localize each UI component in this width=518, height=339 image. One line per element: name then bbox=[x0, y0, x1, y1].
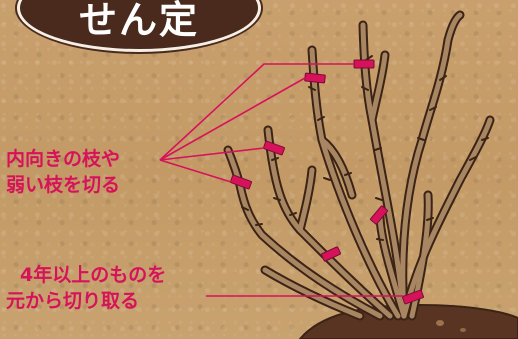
soil-speckle bbox=[436, 320, 444, 326]
annotation-line: 元から切り取る bbox=[6, 290, 140, 312]
cut-marker bbox=[353, 59, 375, 69]
cut-marker bbox=[402, 289, 424, 305]
branch-buds bbox=[241, 55, 489, 241]
soil-speckle bbox=[460, 328, 466, 332]
cut-marker bbox=[320, 246, 342, 262]
cut-marker bbox=[263, 140, 285, 156]
annotation-line: 内向きの枝や bbox=[6, 148, 121, 170]
leader-line bbox=[159, 77, 306, 161]
annotation-inward-branches: 内向きの枝や 弱い枝を切る bbox=[6, 146, 120, 198]
annotation-old-stems: 4年以上のものを 元から切り取る bbox=[6, 262, 167, 314]
page-title: せん定 bbox=[78, 0, 199, 42]
leader-lines bbox=[159, 63, 403, 297]
shrub-branches bbox=[223, 10, 495, 321]
cut-marker bbox=[304, 72, 326, 84]
cut-marker bbox=[370, 205, 388, 225]
cut-marker bbox=[230, 174, 252, 190]
leader-line bbox=[159, 159, 232, 183]
leader-line bbox=[159, 147, 265, 161]
leader-line bbox=[159, 63, 354, 161]
annotation-line: 4年以上のものを bbox=[20, 264, 167, 286]
cut-markers bbox=[230, 59, 424, 305]
annotation-line: 弱い枝を切る bbox=[6, 174, 121, 196]
title-badge: せん定 bbox=[17, 0, 261, 52]
